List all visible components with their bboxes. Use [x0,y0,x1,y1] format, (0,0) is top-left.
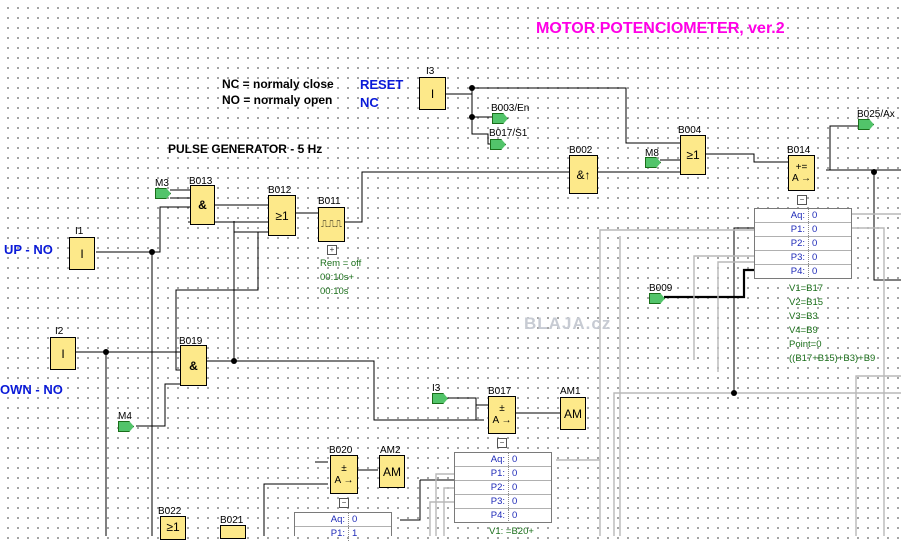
b020-symbol-bottom: A → [334,474,354,486]
label-reset: RESET [360,77,404,92]
m8-label: M8 [645,148,659,159]
table-row: P1:1 [295,527,391,541]
collapse-icon[interactable]: − [497,438,507,448]
b009-label: B009 [649,283,673,294]
note-nc: NC = normaly close [222,77,334,91]
collapse-icon[interactable]: − [339,498,349,508]
b011-t1: 00:10s+ [320,272,355,283]
b002-label: B002 [569,145,593,156]
edge-and-block-b002[interactable]: &↑ [569,155,598,194]
b014-param-v3: V3=B3 [789,311,818,322]
m4-label: M4 [118,411,132,422]
table-row: P1:0 [755,223,851,237]
i3-label: I3 [426,66,435,77]
b009-connector-icon[interactable] [649,293,665,304]
or-block-b004[interactable]: ≥1 [680,135,706,175]
table-row: P3:0 [455,495,551,509]
b014-param-v4: V4=B9 [789,325,818,336]
diagram-title: MOTOR POTENCIOMETER, ver.2 [536,20,785,37]
b014-symbol-bottom: A → [792,173,811,184]
b017-symbol-bottom: A → [492,415,512,426]
i3-pin-label: I3 [432,383,441,394]
table-row: P2:0 [755,237,851,251]
and-block-b019[interactable]: & [180,345,207,386]
b014-param-formula: ((B17+B15)+B3)+B9 [789,353,876,364]
watermark: BLAJA.cz [524,314,612,333]
b014-param-v2: V2=B15 [789,297,824,308]
table-row: P2:0 [455,481,551,495]
table-row: P3:0 [755,251,851,265]
math-block-b014[interactable]: += A → [788,155,815,191]
b014-parameter-table: Aq:0 P1:0 P2:0 P3:0 P4:0 [754,208,852,279]
amplifier-block-am2[interactable]: AM [379,455,405,488]
table-row: P4:0 [455,509,551,523]
expand-icon[interactable]: + [327,245,337,255]
amplifier-block-am1[interactable]: AM [560,397,586,430]
table-row: Aq:0 [295,513,391,527]
b020-label: B020 [329,445,353,456]
i3-connector-icon[interactable] [432,393,448,404]
b011-label: B011 [318,196,341,207]
and-block-b013[interactable]: & [190,185,215,225]
input-block-i2[interactable]: I [50,337,76,370]
input-block-i1[interactable]: I [69,237,95,270]
m8-connector-icon[interactable] [645,157,661,168]
b025-ax-label: B025/Ax [857,109,895,120]
b017-s1-label: B017/S1 [489,128,528,139]
pulse-block-b011[interactable]: ⎍⎍⎍ [318,207,345,242]
table-row: Aq:0 [755,209,851,223]
b019-label: B019 [179,336,203,347]
b020-parameter-table: Aq:0 P1:1 [294,512,392,541]
b017-parameter-table: Aq:0 P1:0 P2:0 P3:0 P4:0 [454,452,552,523]
or-block-b022[interactable]: ≥1 [160,516,186,540]
b012-label: B012 [268,185,292,196]
b021-label: B021 [220,515,244,526]
b011-rem: Rem = off [320,258,362,269]
b014-param-v1: V1=B17 [789,283,824,294]
collapse-icon[interactable]: − [797,195,807,205]
b013-label: B013 [189,176,213,187]
table-row: P1:0 [455,467,551,481]
table-row: Aq:0 [455,453,551,467]
updown-block-b017[interactable]: ± A → [488,396,516,434]
am2-label: AM2 [380,445,401,456]
b017-label: B017 [488,386,512,397]
b011-t2: 00:10s [320,286,349,297]
b020-symbol-top: ± [341,462,347,474]
b017-param-v1: V1: =B20+ [489,526,534,537]
b025-ax-connector-icon[interactable] [858,119,874,130]
m3-label: M3 [155,178,169,189]
label-down-no: OWN - NO [0,382,63,397]
b022-label: B022 [158,506,182,517]
block-b021[interactable] [220,525,246,539]
table-row: P4:0 [755,265,851,279]
b014-param-point: Point=0 [789,339,822,350]
am1-label: AM1 [560,386,581,397]
m3-connector-icon[interactable] [155,188,171,199]
or-block-b012[interactable]: ≥1 [268,195,296,236]
b017-symbol-top: ± [499,403,505,414]
b004-label: B004 [678,125,702,136]
i1-label: I1 [75,226,84,237]
m4-connector-icon[interactable] [118,421,134,432]
b014-label: B014 [787,145,811,156]
b017-s1-connector-icon[interactable] [490,139,506,150]
b014-symbol-top: += [795,162,808,173]
label-up-no: UP - NO [4,242,53,257]
label-pulse-generator: PULSE GENERATOR - 5 Hz [168,142,323,156]
b003-en-label: B003/En [491,103,530,114]
i2-label: I2 [55,326,64,337]
note-no: NO = normaly open [222,93,333,107]
input-block-i3[interactable]: I [419,77,446,110]
label-nc: NC [360,95,379,110]
b003-en-connector-icon[interactable] [492,113,508,124]
updown-block-b020[interactable]: ± A → [330,455,358,494]
